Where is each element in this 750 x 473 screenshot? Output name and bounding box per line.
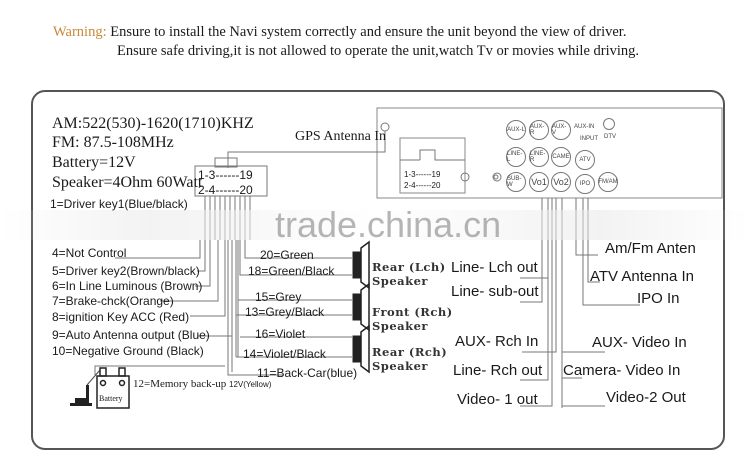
jack-sub-w: SUB-W — [506, 172, 526, 192]
wire-label-11: 11=Back-Car(blue) — [257, 366, 358, 380]
speaker-rear-right-label: Rear (Rch) — [372, 345, 448, 359]
battery-label: Battery — [99, 394, 123, 403]
jack-aux-l: AUX-L — [506, 120, 526, 140]
output-line-sub: Line- sub-out — [451, 283, 539, 300]
wire-label-20: 20=Green — [260, 248, 314, 262]
output-video-2: Video-2 Out — [606, 389, 686, 406]
wire-label-7: 7=Brake-chck(Orange) — [52, 294, 174, 308]
wire-label-6: 6=In Line Luminous (Brown) — [52, 279, 203, 293]
output-line-lch: Line- Lch out — [451, 259, 538, 276]
wire-label-15: 15=Grey — [255, 290, 302, 304]
input-atv-antenna: ATV Antenna In — [590, 268, 694, 285]
wire-label-14: 14=Violet/Black — [243, 347, 326, 361]
wire-label-16: 16=Violet — [255, 327, 306, 341]
spec-am: AM:522(530)-1620(1710)KHZ — [52, 115, 254, 132]
output-video-1: Video- 1 out — [457, 391, 538, 408]
warning-line-2: Ensure safe driving,it is not allowed to… — [117, 43, 640, 59]
memory-backup-label: 12=Memory back-up 12V(Yellow) — [133, 378, 271, 390]
wire-label-5: 5=Driver key2(Brown/black) — [52, 264, 200, 278]
wire-label-10: 10=Negative Ground (Black) — [52, 344, 204, 358]
jack-line-r: LINE-R — [529, 147, 549, 167]
speaker-rear-left-sub: Speaker — [372, 274, 428, 288]
watermark: trade.china.cn — [275, 204, 502, 245]
unit-connector-row-1: 1-3------19 — [404, 170, 441, 179]
watermark-band — [0, 210, 750, 240]
speaker-front-right-label: Front (Rch) — [372, 305, 453, 319]
gps-antenna-label: GPS Antenna In — [295, 129, 386, 144]
spec-speaker: Speaker=4Ohm 60Watt — [52, 174, 203, 191]
speaker-front-right: Front (Rch) Speaker — [372, 305, 453, 333]
output-line-rch: Line- Rch out — [453, 362, 543, 379]
speaker-front-right-sub: Speaker — [372, 319, 428, 333]
jack-came: CAME — [551, 147, 571, 167]
jack-vo1: Vo1 — [529, 172, 549, 192]
warning-line-1: Warning: Ensure to install the Navi syst… — [53, 23, 626, 41]
input-label: INPUT — [580, 136, 598, 142]
connector-row-1: 1-3------19 — [198, 168, 253, 182]
jack-fm-am: FM/AM — [598, 172, 618, 192]
unit-connector-row-2: 2-4------20 — [404, 181, 441, 190]
wire-label-13: 13=Grey/Black — [245, 305, 325, 319]
jack-line-l: LINE-L — [506, 147, 526, 167]
memory-backup-voltage: 12V(Yellow) — [229, 380, 272, 389]
wire-label-1: 1=Driver key1(Blue/black) — [50, 197, 188, 211]
input-ipo: IPO In — [637, 290, 680, 307]
aux-in-label: AUX-IN — [574, 124, 595, 130]
speaker-rear-left: Rear (Lch) Speaker — [372, 260, 446, 288]
jack-vo2: Vo2 — [551, 172, 571, 192]
speaker-rear-right-sub: Speaker — [372, 359, 428, 373]
input-aux-rch: AUX- Rch In — [455, 333, 539, 350]
speaker-rear-left-label: Rear (Lch) — [372, 260, 446, 274]
connector-row-2: 2-4------20 — [198, 183, 253, 197]
jack-atv: ATV — [575, 150, 595, 170]
warning-label: Warning: — [53, 24, 107, 40]
spec-battery: Battery=12V — [52, 154, 136, 171]
wire-label-9: 9=Auto Antenna output (Blue) — [52, 328, 210, 342]
wire-label-4: 4=Not Control — [52, 246, 127, 260]
spec-fm: FM: 87.5-108MHz — [52, 134, 174, 151]
speaker-rear-right: Rear (Rch) Speaker — [372, 345, 447, 373]
warning-text-1: Ensure to install the Navi system correc… — [110, 24, 627, 40]
wire-label-8: 8=ignition Key ACC (Red) — [52, 310, 190, 324]
jack-dtv — [603, 118, 615, 130]
input-aux-video: AUX- Video In — [592, 334, 687, 351]
dtv-label: DTV — [604, 134, 616, 140]
jack-aux-r: AUX-R — [529, 120, 549, 140]
wire-label-18: 18=Green/Black — [248, 264, 335, 278]
input-camera-video: Camera- Video In — [563, 362, 681, 379]
input-am-fm-antenna: Am/Fm Anten — [605, 240, 696, 257]
memory-backup-text: 12=Memory back-up — [133, 378, 227, 390]
jack-ipo: IPO — [575, 174, 595, 194]
jack-aux-v: AUX-V — [551, 120, 571, 140]
